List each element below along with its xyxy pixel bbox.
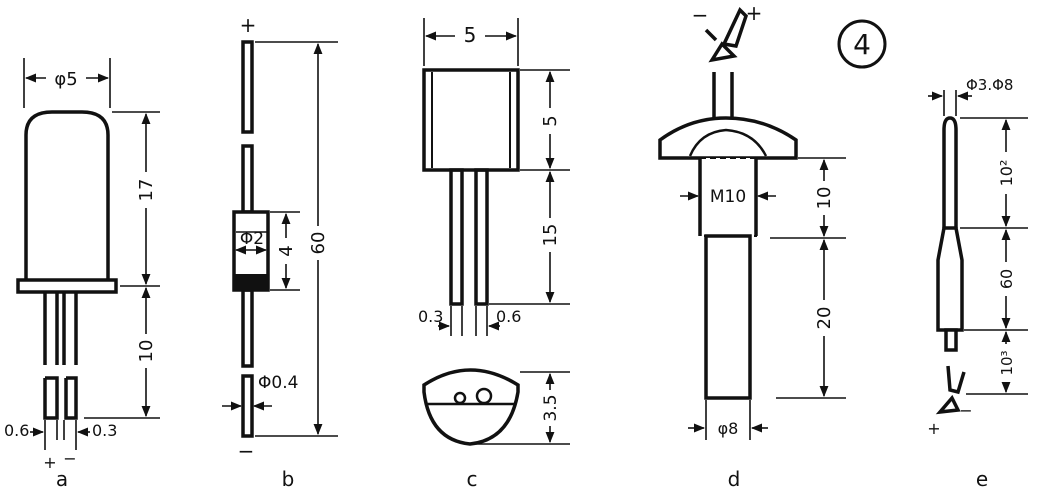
- component-e-probe-body: [936, 226, 964, 332]
- component-b: + Φ2 4 60 Φ0.4 − b: [222, 13, 338, 491]
- component-c-base-view: [422, 368, 520, 446]
- component-e-minus-label: −: [959, 401, 972, 420]
- component-b-plus-label: +: [240, 13, 257, 37]
- component-d-thread-label: M10: [710, 187, 746, 207]
- component-a-height-label: 17: [136, 179, 157, 202]
- component-e-diameter-label: Φ3.Φ8: [966, 76, 1013, 94]
- component-a-diameter-label: φ5: [54, 69, 77, 90]
- component-d-shaft-diameter-label: φ8: [718, 419, 739, 438]
- component-b-minus-label: −: [238, 439, 255, 463]
- component-c-body: [422, 68, 520, 172]
- component-c-height-label: 5: [540, 115, 561, 126]
- component-e-probe-lead: [944, 328, 958, 352]
- component-c-lead-width-label: 0.3: [418, 307, 443, 326]
- component-a-caption: a: [56, 467, 68, 491]
- component-a-leads: [43, 292, 78, 420]
- component-e-tip-length-label: 10²: [997, 160, 1016, 187]
- component-a: φ5 17 10 0.6 0.3 + − a: [4, 58, 160, 491]
- component-a-lead-length-label: 10: [136, 340, 157, 363]
- component-d-plus-label: +: [746, 1, 763, 25]
- component-b-total-length-label: 60: [308, 232, 329, 255]
- component-c-base-height-label: 3.5: [541, 394, 561, 421]
- component-b-lead-diameter-label: Φ0.4: [258, 373, 298, 393]
- component-c-width-label: 5: [464, 23, 477, 47]
- component-d-shaft-length-label: 20: [814, 307, 835, 330]
- component-a-can: [24, 110, 110, 280]
- component-e: Φ3.Φ8 10² 60 10³ + − e: [927, 76, 1028, 491]
- component-e-mid-length-label: 60: [997, 269, 1016, 289]
- component-e-end-length-label: 10³: [998, 350, 1016, 375]
- component-a-lead-gap-label: 0.3: [92, 421, 117, 440]
- component-a-lead-width-label: 0.6: [4, 421, 29, 440]
- component-a-plus-label: +: [43, 453, 56, 472]
- component-c-lead-spacing-label: 0.6: [496, 307, 521, 326]
- component-a-flange: [16, 278, 118, 294]
- component-c: 5 5 15 0.3 0.6 3.5 c: [418, 18, 570, 491]
- component-b-band: [235, 274, 267, 289]
- component-b-body-diameter-label: Φ2: [240, 229, 264, 249]
- component-e-plus-label: +: [927, 419, 940, 438]
- component-d-knob: [658, 116, 798, 160]
- component-c-leads: [449, 168, 489, 306]
- component-b-caption: b: [282, 467, 295, 491]
- component-d-thread-length-label: 10: [814, 187, 835, 210]
- component-d-wire: [704, 7, 749, 118]
- component-d-minus-label: −: [692, 3, 709, 27]
- component-a-minus-label: −: [63, 449, 76, 468]
- component-c-lead-length-label: 15: [540, 224, 561, 247]
- component-d-caption: d: [728, 467, 741, 491]
- component-e-wire: [935, 365, 966, 415]
- component-d-shaft: [704, 234, 752, 400]
- figure-number-label: 4: [853, 28, 871, 61]
- component-c-caption: c: [467, 467, 478, 491]
- component-d: − + M10 10 20 φ8 d: [658, 1, 846, 491]
- component-e-probe-tip: [942, 116, 958, 228]
- component-e-caption: e: [976, 467, 988, 491]
- component-b-body-length-label: 4: [276, 245, 297, 256]
- figure-number-badge: 4: [837, 19, 887, 69]
